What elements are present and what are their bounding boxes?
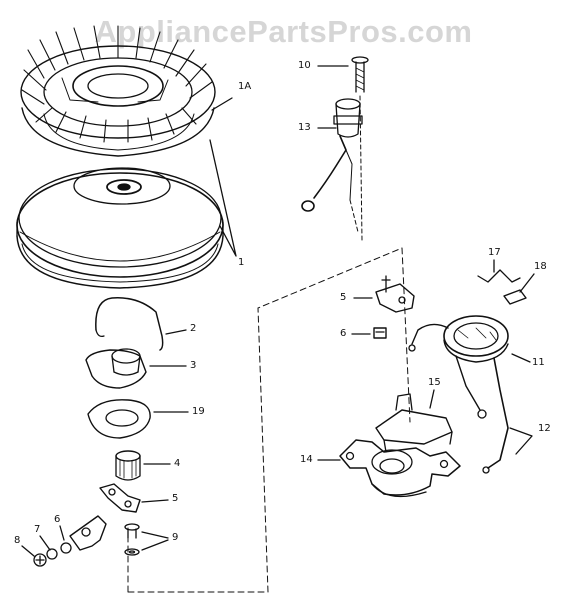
callout-9: 9 (172, 532, 179, 543)
watermark-text: AppliancePartsPros.com (94, 14, 473, 49)
callout-1: 1 (238, 257, 245, 268)
callout-12: 12 (538, 423, 551, 434)
gasket (88, 400, 150, 438)
leader-5a (142, 500, 168, 502)
callout-13: 13 (298, 122, 311, 133)
leader-9 (142, 532, 168, 550)
callout-2: 2 (190, 323, 197, 334)
pad-18 (504, 290, 526, 304)
clip-6 (374, 328, 386, 338)
screw-10 (352, 57, 368, 92)
leader-678 (22, 526, 64, 556)
callout-5-left: 5 (172, 493, 179, 504)
spring-clip (96, 298, 163, 350)
bushing (116, 451, 140, 480)
assembly-dashed-line (128, 248, 410, 592)
callout-10: 10 (298, 60, 311, 71)
callout-17: 17 (488, 247, 501, 258)
point-set (34, 516, 106, 566)
screw-washer (125, 524, 139, 555)
spring-17 (478, 270, 520, 282)
leader-18 (520, 274, 534, 292)
leader-2 (166, 330, 186, 334)
breaker-bracket-left (100, 484, 140, 512)
callout-14: 14 (300, 454, 313, 465)
cover (86, 349, 146, 388)
leader-15 (430, 390, 434, 408)
callout-7: 7 (34, 524, 41, 535)
condenser (302, 96, 362, 240)
ignition-coil (409, 316, 508, 473)
leader-11 (512, 354, 530, 362)
callout-6-right: 6 (340, 328, 347, 339)
leader-1A (212, 98, 232, 110)
callout-11: 11 (532, 357, 545, 368)
callout-4: 4 (174, 458, 181, 469)
callout-8: 8 (14, 535, 21, 546)
coil-bracket (376, 276, 414, 312)
callout-18: 18 (534, 261, 547, 272)
callout-15: 15 (428, 377, 441, 388)
callout-5-right: 5 (340, 292, 347, 303)
flywheel (17, 26, 223, 288)
callout-6-left: 6 (54, 514, 61, 525)
callout-3: 3 (190, 360, 197, 371)
armature (376, 394, 452, 452)
callout-1A: 1A (238, 81, 252, 92)
leader-12 (510, 428, 532, 454)
magneto-housing (340, 440, 460, 497)
callout-19: 19 (192, 406, 205, 417)
leader-1 (210, 140, 236, 256)
